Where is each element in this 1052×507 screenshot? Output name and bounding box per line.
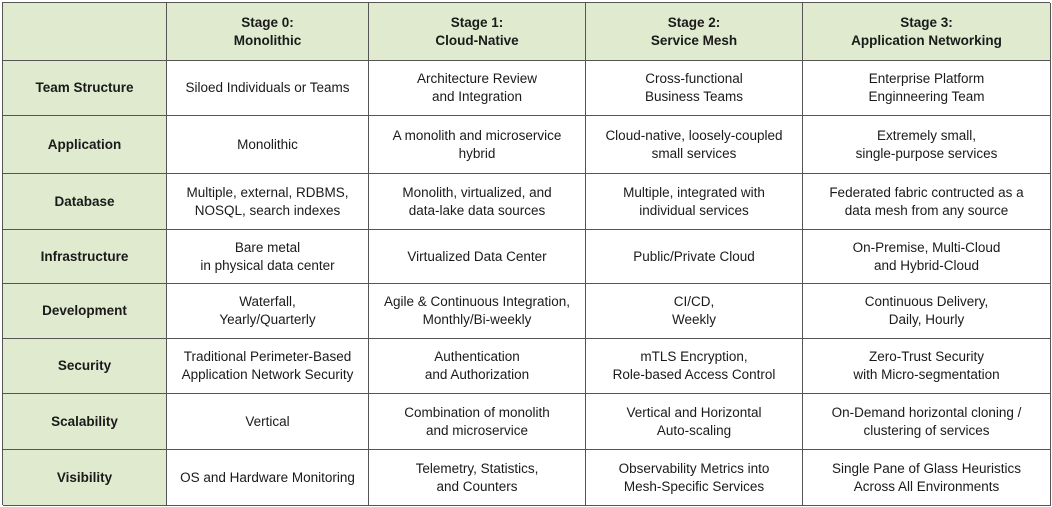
- table-cell: Combination of monolith and microservice: [369, 394, 586, 450]
- table-cell: On-Premise, Multi-Cloud and Hybrid-Cloud: [803, 230, 1051, 284]
- row-header-database: Database: [3, 174, 167, 230]
- row-header-security: Security: [3, 339, 167, 394]
- table-cell: A monolith and microservice hybrid: [369, 116, 586, 174]
- table-cell: Multiple, integrated with individual ser…: [586, 174, 803, 230]
- table-cell: Siloed Individuals or Teams: [167, 61, 369, 116]
- table-cell: Single Pane of Glass Heuristics Across A…: [803, 450, 1051, 506]
- row-header-visibility: Visibility: [3, 450, 167, 506]
- row-header-team-structure: Team Structure: [3, 61, 167, 116]
- row-header-infrastructure: Infrastructure: [3, 230, 167, 284]
- table-cell: Monolithic: [167, 116, 369, 174]
- table-cell: Traditional Perimeter-Based Application …: [167, 339, 369, 394]
- table-cell: Vertical: [167, 394, 369, 450]
- table-cell: Architecture Review and Integration: [369, 61, 586, 116]
- table-cell: Bare metal in physical data center: [167, 230, 369, 284]
- row-header-development: Development: [3, 284, 167, 339]
- table-corner: [3, 3, 167, 61]
- table-cell: Continuous Delivery, Daily, Hourly: [803, 284, 1051, 339]
- table-cell: Authentication and Authorization: [369, 339, 586, 394]
- table-cell: Cross-functional Business Teams: [586, 61, 803, 116]
- row-header-application: Application: [3, 116, 167, 174]
- table-cell: CI/CD, Weekly: [586, 284, 803, 339]
- column-header-stage-0: Stage 0: Monolithic: [167, 3, 369, 61]
- table-cell: Public/Private Cloud: [586, 230, 803, 284]
- table-cell: Waterfall, Yearly/Quarterly: [167, 284, 369, 339]
- table-cell: Zero-Trust Security with Micro-segmentat…: [803, 339, 1051, 394]
- table-cell: OS and Hardware Monitoring: [167, 450, 369, 506]
- column-header-stage-1: Stage 1: Cloud-Native: [369, 3, 586, 61]
- column-header-stage-3: Stage 3: Application Networking: [803, 3, 1051, 61]
- table-cell: Extremely small, single-purpose services: [803, 116, 1051, 174]
- column-header-stage-2: Stage 2: Service Mesh: [586, 3, 803, 61]
- table-cell: On-Demand horizontal cloning / clusterin…: [803, 394, 1051, 450]
- table-cell: Virtualized Data Center: [369, 230, 586, 284]
- table-cell: Agile & Continuous Integration, Monthly/…: [369, 284, 586, 339]
- table-cell: Monolith, virtualized, and data-lake dat…: [369, 174, 586, 230]
- table-cell: Enterprise Platform Enginneering Team: [803, 61, 1051, 116]
- table-cell: Telemetry, Statistics, and Counters: [369, 450, 586, 506]
- row-header-scalability: Scalability: [3, 394, 167, 450]
- table-cell: Multiple, external, RDBMS, NOSQL, search…: [167, 174, 369, 230]
- table-cell: Observability Metrics into Mesh-Specific…: [586, 450, 803, 506]
- table-cell: Cloud-native, loosely-coupled small serv…: [586, 116, 803, 174]
- table-cell: Federated fabric contructed as a data me…: [803, 174, 1051, 230]
- table-cell: Vertical and Horizontal Auto-scaling: [586, 394, 803, 450]
- table-cell: mTLS Encryption, Role-based Access Contr…: [586, 339, 803, 394]
